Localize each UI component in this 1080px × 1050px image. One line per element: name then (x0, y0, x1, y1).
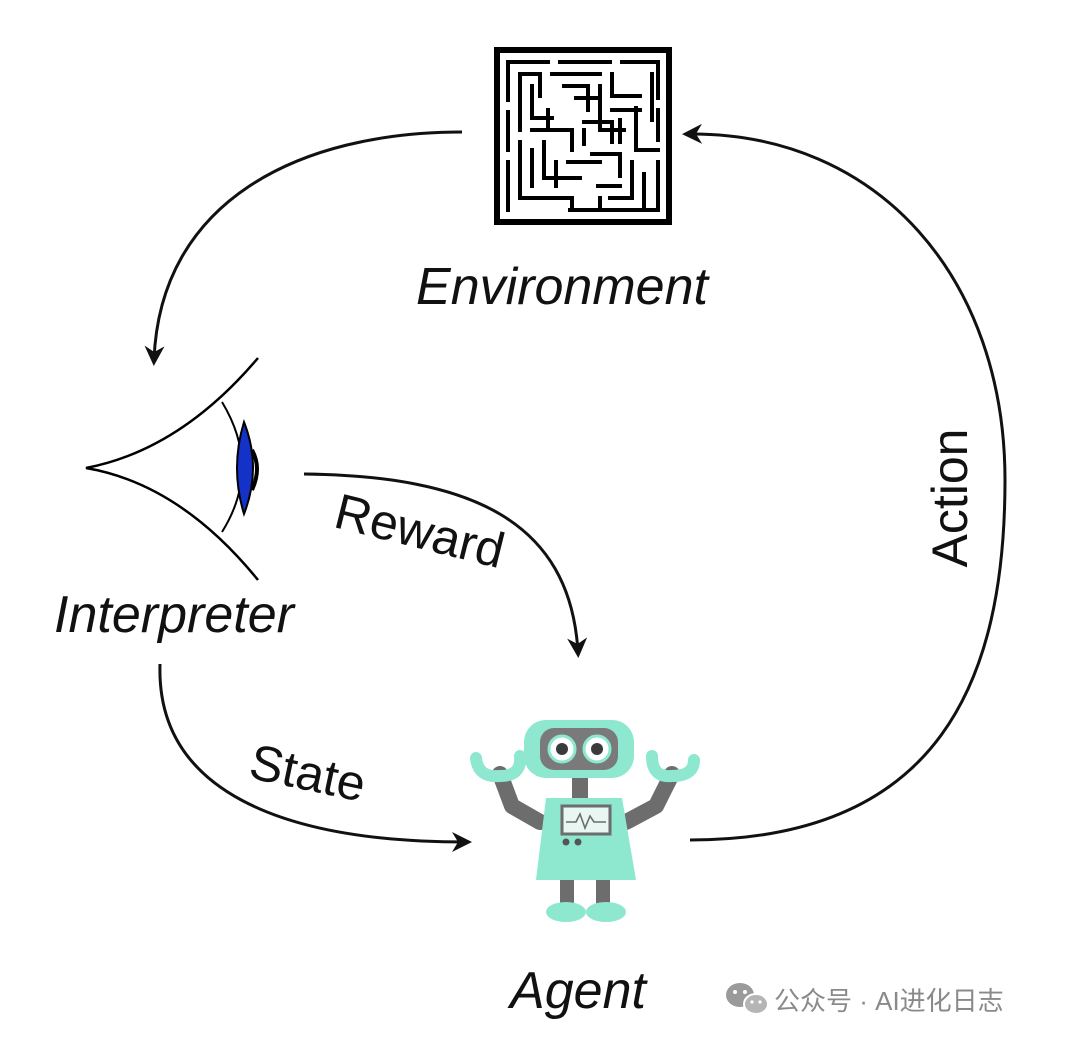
robot-right-arm (618, 766, 680, 830)
robot-left-leg (560, 872, 574, 908)
maze-icon (494, 47, 672, 225)
wechat-icon (726, 983, 769, 1015)
watermark: 公众号 · AI进化日志 (726, 983, 1004, 1016)
edge-reward (303, 472, 588, 658)
edge-action (682, 123, 1007, 842)
robot-left-foot (546, 902, 586, 922)
robot-screen (560, 804, 612, 836)
agent-label: Agent (507, 962, 648, 1020)
watermark-text: 公众号 · AI进化日志 (774, 986, 1004, 1016)
robot-left-hand (470, 750, 527, 783)
edge-state (158, 663, 472, 852)
reward-label: Reward (329, 483, 510, 579)
robot-right-hand (646, 750, 700, 783)
action-label: Action (922, 429, 978, 568)
eye-icon (85, 357, 259, 581)
state-label: State (245, 733, 371, 812)
robot-icon (470, 720, 700, 922)
edge-environment-to-interpreter (144, 130, 463, 366)
environment-label: Environment (416, 258, 710, 316)
robot-left-arm (492, 766, 548, 830)
robot-right-foot (586, 902, 626, 922)
robot-right-leg (596, 872, 610, 908)
interpreter-label: Interpreter (54, 586, 297, 644)
